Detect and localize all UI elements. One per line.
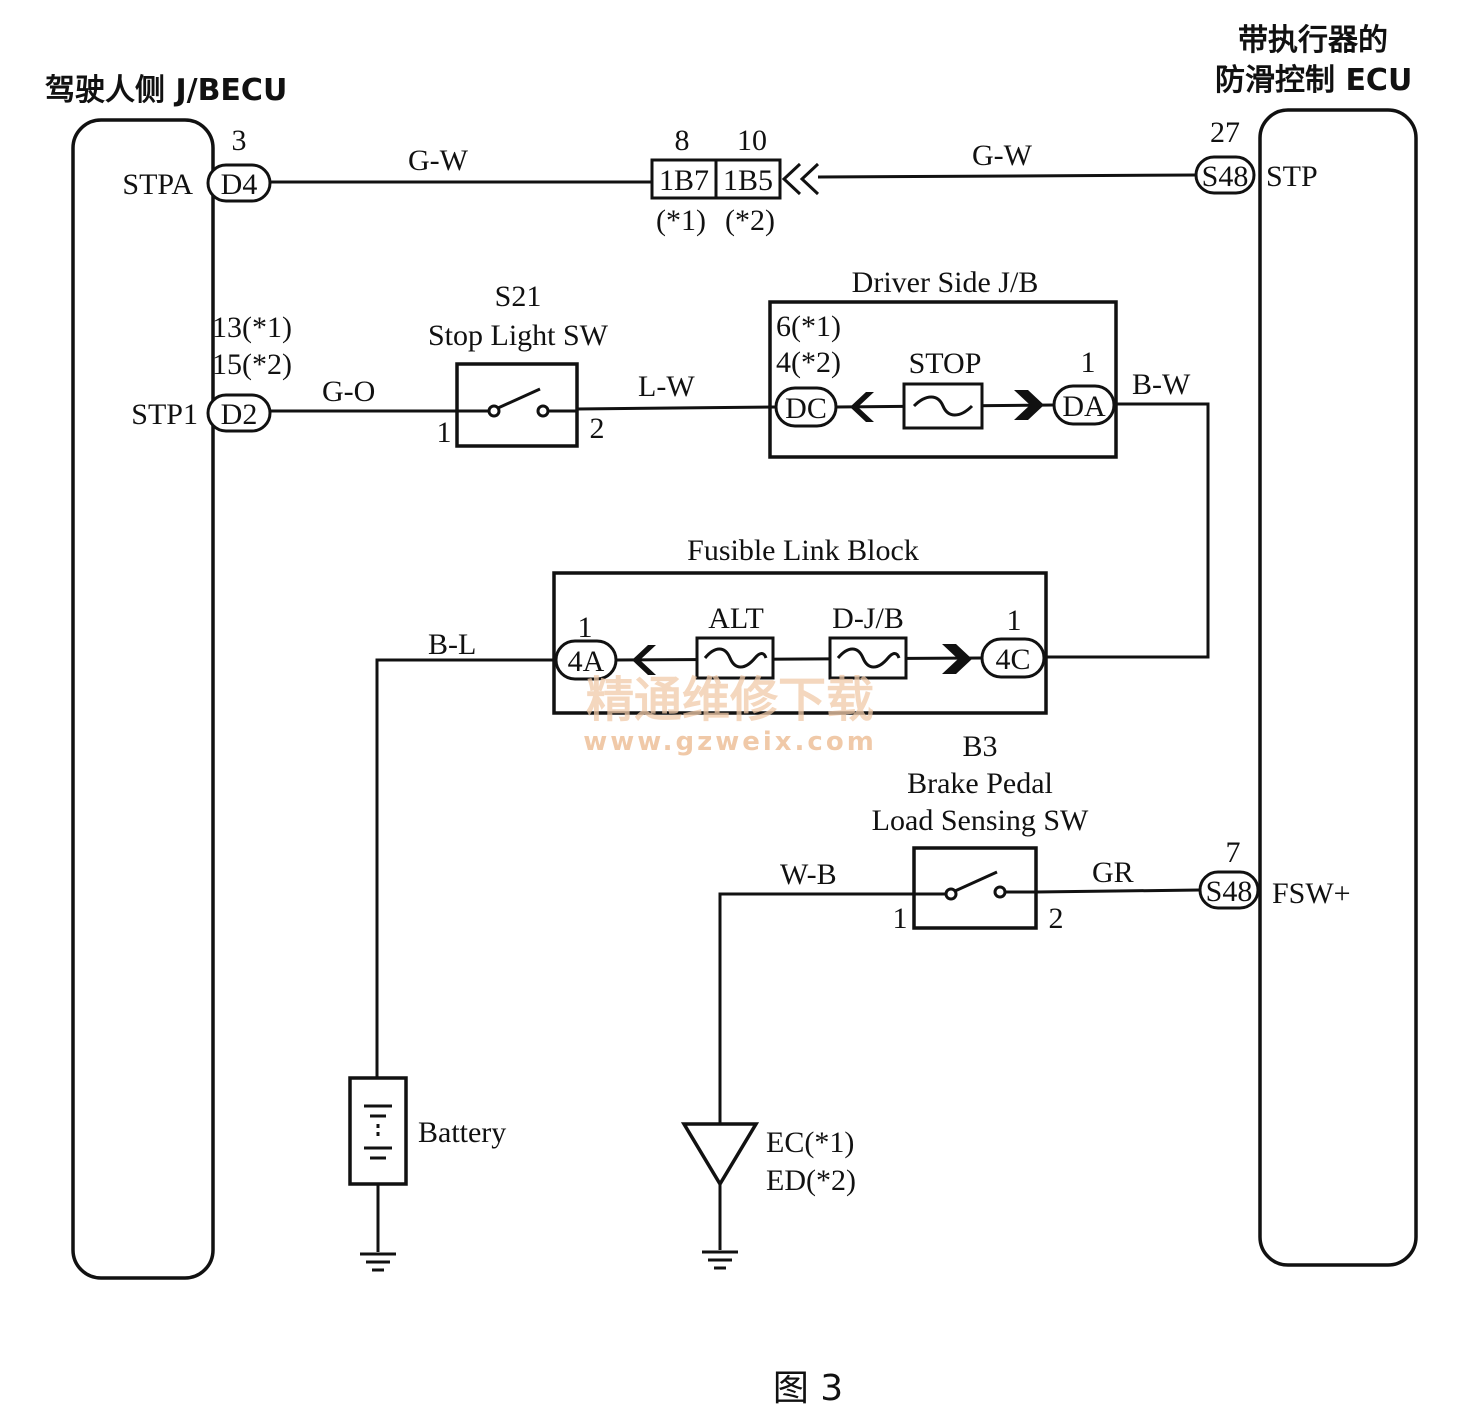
switch-blade-icon: [497, 387, 541, 410]
wire-gr-label: GR: [1092, 856, 1134, 889]
wire-gr: [1035, 888, 1201, 894]
wire-lw-label: L-W: [638, 370, 695, 403]
connector-1b7-pin: 8: [675, 124, 690, 157]
wire-go-label: G-O: [322, 375, 375, 408]
ground-label-line1: EC(*1): [766, 1126, 854, 1159]
connector-1b5: [714, 158, 782, 200]
wire-gw-right-label: G-W: [972, 139, 1033, 172]
ground-icon-ec: [702, 1250, 738, 1270]
fuse-alt-label: ALT: [708, 602, 764, 635]
connector-4a-pin: 1: [578, 611, 593, 644]
driver-jb-box: [768, 300, 1118, 459]
connector-d2-pin-line2: 15(*2): [212, 348, 292, 381]
fuse-alt-icon: [703, 647, 768, 669]
connector-1b5-note: (*2): [725, 204, 775, 237]
connector-da-pin: 1: [1081, 346, 1096, 379]
left-ecu-title: 驾驶人侧 J/BECU: [45, 73, 287, 108]
fuse-djb-body: [828, 636, 908, 680]
watermark-url: www.gzweix.com: [583, 727, 877, 757]
brake-sw-pin1: 1: [893, 902, 908, 935]
brake-sw-contact-left: [944, 887, 958, 901]
connector-1b7: [650, 158, 718, 200]
brake-sw-contact-right: [993, 885, 1007, 899]
fuse-djb-label: D-J/B: [832, 602, 904, 635]
fusible-block-title: Fusible Link Block: [687, 534, 919, 567]
connector-d4: [206, 163, 272, 203]
wire-bw-label: B-W: [1132, 368, 1191, 401]
brake-sw-line2: Load Sensing SW: [872, 804, 1089, 837]
ground-icon-battery: [360, 1252, 396, 1272]
connector-s48-fsw-id: S48: [1206, 875, 1253, 908]
stop-light-sw-name: Stop Light SW: [428, 319, 609, 352]
brake-pedal-switch: [912, 846, 1038, 930]
figure-caption: 图 3: [773, 1368, 843, 1409]
brake-sw-code: B3: [962, 730, 997, 763]
pin-stp1-label: STP1: [131, 398, 198, 431]
connector-4c-id: 4C: [995, 643, 1030, 676]
fuse-stop-label: STOP: [909, 347, 982, 380]
connector-dc-id: DC: [785, 392, 827, 425]
right-ecu-title-line1: 带执行器的: [1238, 23, 1388, 58]
connector-s48-stp-pin: 27: [1210, 116, 1240, 149]
wire-wb-label: W-B: [780, 858, 837, 891]
wire-gw-right: [817, 173, 1199, 179]
stop-light-sw-code: S21: [495, 280, 542, 313]
connector-d2-pin-line1: 13(*1): [212, 311, 292, 344]
connector-s48-stp-id: S48: [1202, 160, 1249, 193]
switch-contact-left: [487, 404, 501, 418]
wire-lw: [576, 405, 777, 411]
fuse-stop-icon: [912, 395, 974, 417]
pin-fsw-label: FSW+: [1272, 877, 1351, 910]
stop-light-sw-pin2: 2: [590, 412, 605, 445]
right-ecu-block: [1258, 108, 1418, 1267]
switch-contact-right: [536, 404, 550, 418]
connector-1b7-id: 1B7: [659, 164, 709, 197]
arrow-right-icon: [1014, 390, 1044, 420]
wire-bl-label: B-L: [428, 628, 476, 661]
connector-4c: [980, 637, 1046, 679]
connector-s48-fsw-pin: 7: [1226, 836, 1241, 869]
left-ecu-block: [71, 118, 215, 1280]
fusible-block-box: [552, 571, 1048, 715]
watermark-text: 精通维修下载: [586, 672, 874, 728]
wire-bl: [375, 658, 556, 1078]
pin-stpa-label: STPA: [122, 168, 193, 201]
stop-light-sw-pin1: 1: [437, 416, 452, 449]
right-ecu-title-line2: 防滑控制 ECU: [1215, 63, 1412, 98]
arrow-left-icon-2: [632, 645, 656, 675]
connector-dc-pin-line2: 4(*2): [776, 346, 841, 379]
connector-d4-id: D4: [221, 168, 258, 201]
driver-jb-title: Driver Side J/B: [852, 266, 1039, 299]
connector-1b5-id: 1B5: [723, 164, 773, 197]
stop-light-switch: [455, 362, 579, 448]
ground-point-triangle: [680, 1122, 760, 1188]
wire-bw: [1044, 402, 1210, 659]
connector-4c-pin: 1: [1007, 604, 1022, 637]
fuse-djb-icon: [836, 647, 901, 669]
connector-da-id: DA: [1062, 390, 1106, 423]
brake-sw-blade-icon: [954, 870, 998, 893]
wire-wb: [718, 892, 914, 1124]
arrow-right-icon-2: [942, 644, 972, 674]
connector-4a-id: 4A: [568, 645, 605, 678]
pin-stp-label: STP: [1266, 160, 1318, 193]
battery-symbol: [348, 1076, 408, 1186]
chevron-double-icon: [781, 162, 820, 196]
connector-d2-id: D2: [221, 398, 258, 431]
connector-s48-stp: [1194, 155, 1256, 195]
brake-sw-line1: Brake Pedal: [907, 767, 1053, 800]
brake-sw-pin2: 2: [1049, 902, 1064, 935]
wire-gw-left-label: G-W: [408, 144, 469, 177]
connector-d4-pin: 3: [232, 124, 247, 157]
battery-label: Battery: [418, 1116, 506, 1149]
connector-d2: [206, 393, 272, 433]
connector-dc-pin-line1: 6(*1): [776, 310, 841, 343]
fuse-alt-body: [695, 636, 775, 680]
fusible-internal-wire: [615, 656, 983, 662]
connector-s48-fsw: [1198, 870, 1260, 910]
connector-1b7-note: (*1): [656, 204, 706, 237]
connector-1b5-pin: 10: [737, 124, 767, 157]
ground-label-line2: ED(*2): [766, 1164, 856, 1197]
